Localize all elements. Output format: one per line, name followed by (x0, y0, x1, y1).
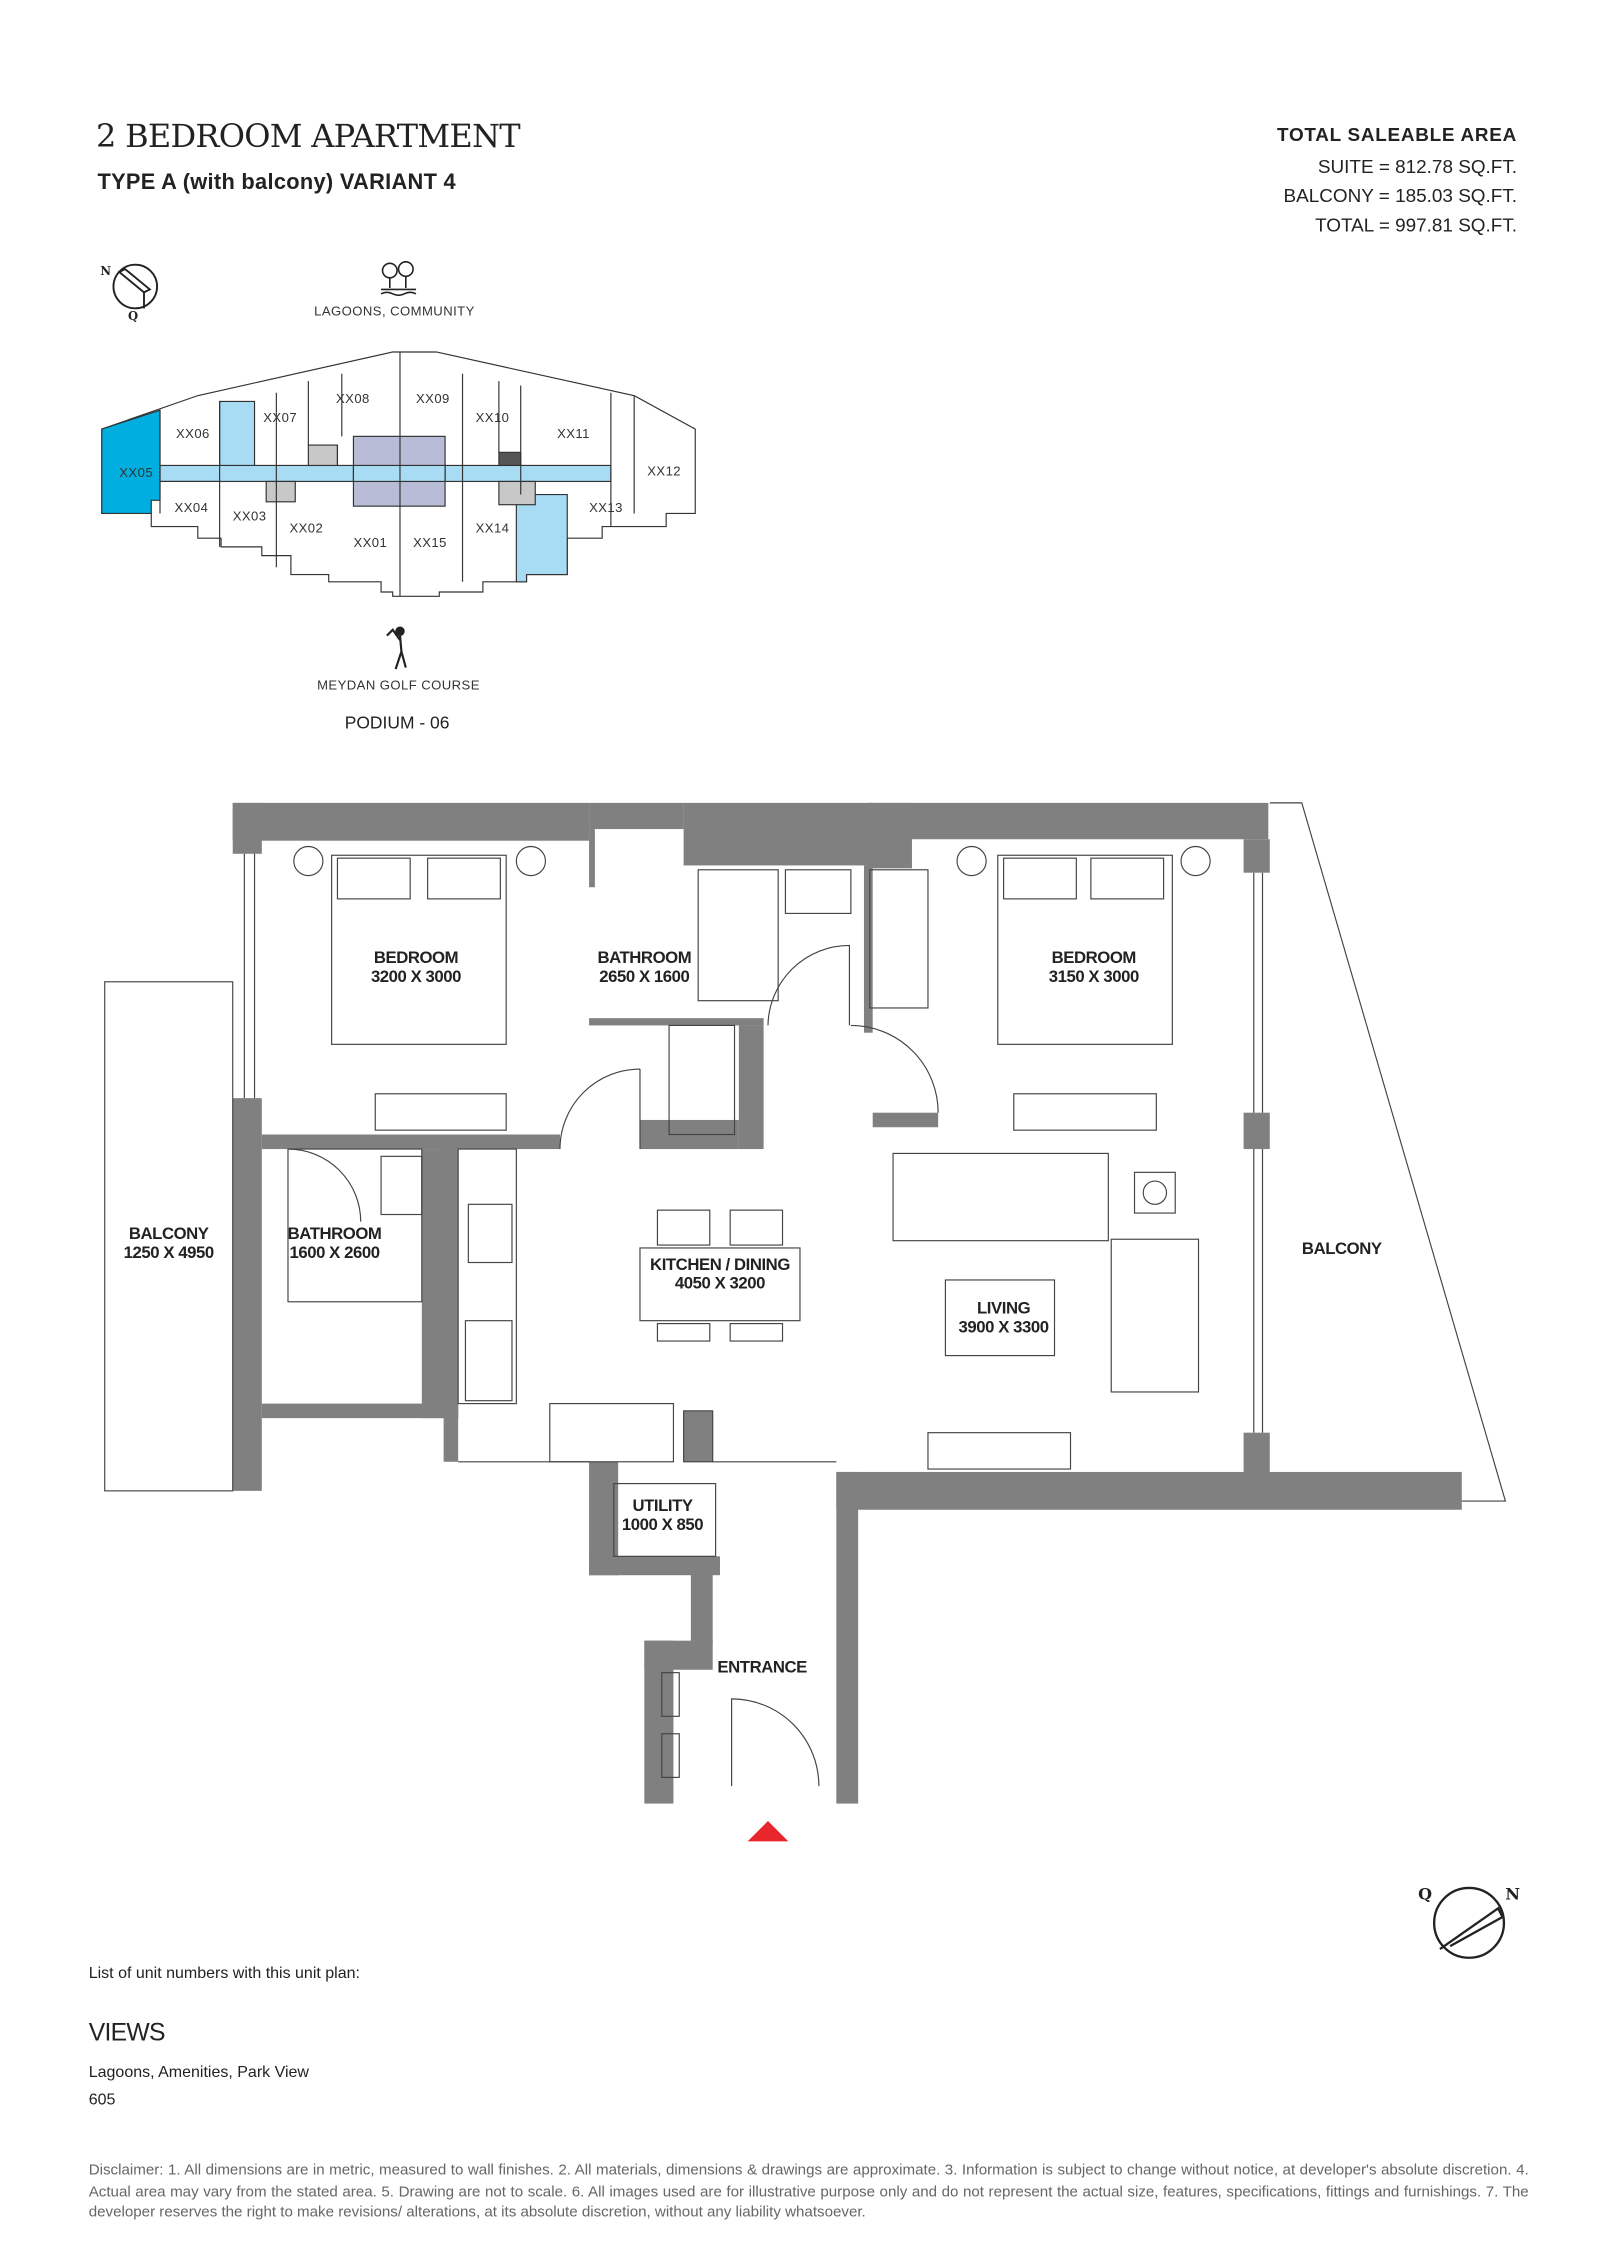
room-name: BATHROOM (597, 949, 692, 968)
room-dims: 3150 X 3000 (1048, 968, 1140, 987)
area-balcony: BALCONY = 185.03 SQ.FT. (1283, 184, 1518, 207)
north-compass-icon (1432, 1886, 1506, 1959)
unit-number: 605 (88, 2091, 116, 2110)
page-subtitle: TYPE A (with balcony) VARIANT 4 (97, 170, 456, 195)
room-name: BEDROOM (1051, 949, 1137, 968)
key-plan-building (101, 351, 696, 597)
unit-xx07: XX07 (263, 410, 298, 425)
room-name: UTILITY (632, 1498, 693, 1516)
room-name: KITCHEN / DINING (650, 1256, 790, 1275)
level-label: PODIUM - 06 (344, 712, 450, 734)
room-dims: 3200 X 3000 (370, 968, 462, 987)
key-compass-q: Q (127, 308, 139, 323)
room-dims: 4050 X 3200 (674, 1275, 766, 1294)
room-name: BALCONY (1301, 1240, 1382, 1259)
key-compass-n: N (100, 263, 111, 278)
views-list: Lagoons, Amenities, Park View (88, 2063, 310, 2082)
page-title: 2 BEDROOM APARTMENT (95, 119, 521, 156)
lagoon-trees-icon (380, 261, 417, 297)
floor-plan-lines (104, 802, 1507, 1787)
room-dims: 3900 X 3300 (958, 1319, 1050, 1337)
unit-xx12: XX12 (647, 463, 682, 479)
room-name: LIVING (977, 1300, 1031, 1318)
room-name: BATHROOM (287, 1226, 382, 1244)
compass-q-label: Q (1418, 1885, 1433, 1904)
unit-xx14: XX14 (475, 520, 510, 536)
room-dims: 1600 X 2600 (289, 1245, 380, 1263)
unit-xx05: XX05 (119, 465, 154, 480)
compass-n-label: N (1505, 1885, 1521, 1904)
view-bottom-label: MEYDAN GOLF COURSE (317, 677, 480, 693)
entrance-marker-icon (747, 1821, 789, 1842)
room-name: ENTRANCE (717, 1659, 807, 1678)
unit-xx09: XX09 (415, 391, 450, 406)
room-dims: 2650 X 1600 (599, 968, 690, 987)
unit-list-label: List of unit numbers with this unit plan… (88, 1965, 360, 1983)
unit-xx08: XX08 (335, 391, 370, 406)
view-top-label: LAGOONS, COMMUNITY (314, 303, 475, 319)
unit-xx10: XX10 (475, 410, 510, 425)
unit-xx13: XX13 (589, 500, 623, 515)
room-name: BEDROOM (373, 949, 459, 968)
disclaimer: Disclaimer: 1. All dimensions are in met… (88, 2162, 1529, 2222)
unit-xx03: XX03 (232, 509, 267, 524)
room-dims: 1250 X 4950 (123, 1245, 215, 1263)
room-dims: 1000 X 850 (621, 1517, 704, 1535)
unit-xx02: XX02 (289, 520, 324, 536)
area-total: TOTAL = 997.81 SQ.FT. (1315, 213, 1518, 236)
views-heading: VIEWS (88, 2018, 166, 2047)
room-entrance: ENTRANCE (711, 1660, 813, 1679)
golfer-icon (386, 626, 407, 670)
unit-xx15: XX15 (413, 535, 447, 550)
unit-xx01: XX01 (353, 535, 388, 550)
unit-xx04: XX04 (174, 500, 209, 515)
unit-xx11: XX11 (557, 426, 590, 441)
area-suite: SUITE = 812.78 SQ.FT. (1317, 155, 1518, 178)
unit-xx06: XX06 (175, 426, 210, 441)
room-balcony-2: BALCONY (1287, 1241, 1396, 1260)
key-compass-icon (112, 263, 159, 310)
area-heading: TOTAL SALEABLE AREA (1277, 123, 1518, 146)
room-name: BALCONY (128, 1226, 209, 1244)
floor-plan-walls (232, 802, 1462, 1804)
